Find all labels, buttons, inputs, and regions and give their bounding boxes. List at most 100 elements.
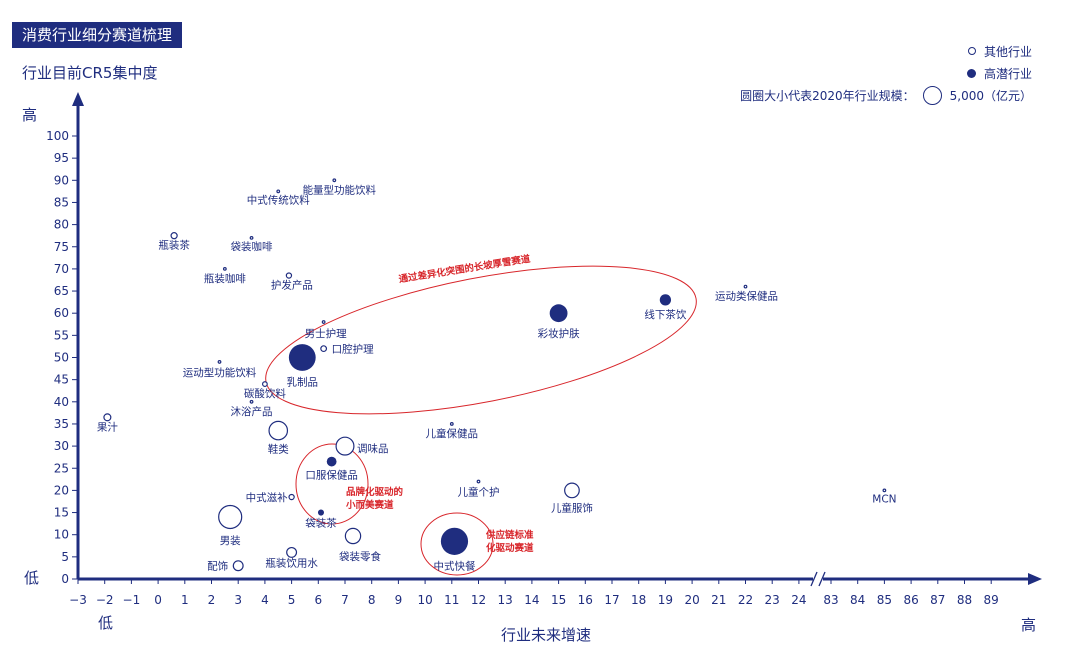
data-point — [335, 436, 355, 456]
y-tick-label: 15 — [54, 506, 69, 520]
axis-break-mark — [810, 571, 818, 587]
x-tick-label: 6 — [314, 593, 322, 607]
data-point-label: 运动型功能饮料 — [183, 366, 257, 379]
page-title: 消费行业细分赛道梳理 — [12, 22, 183, 48]
annotation-ellipse — [295, 443, 369, 525]
data-point-label: 中式滋补 — [246, 491, 288, 504]
data-point-label: 鞋类 — [268, 443, 289, 456]
y-tick-label: 25 — [54, 461, 69, 475]
data-point-label: 儿童服饰 — [551, 501, 593, 514]
x-tick-label: 89 — [984, 593, 999, 607]
data-point-label: MCN — [872, 493, 896, 505]
data-point — [320, 345, 328, 353]
data-point — [288, 493, 295, 501]
annotation-text: 供应链标准 — [485, 529, 534, 541]
legend-size: 圆圈大小代表2020年行业规模： 5,000（亿元） — [740, 84, 1032, 106]
data-point — [326, 456, 337, 467]
axis-break-mark — [818, 571, 826, 587]
data-point-label: 男装 — [220, 534, 241, 547]
data-point-label: 袋装茶 — [305, 517, 337, 530]
x-tick-label: 85 — [877, 593, 892, 607]
x-axis-arrow — [1028, 573, 1042, 585]
y-tick-label: 95 — [54, 151, 69, 165]
y-tick-label: 85 — [54, 195, 69, 209]
x-tick-label: 24 — [791, 593, 806, 607]
data-point-label: 中式快餐 — [433, 559, 475, 572]
data-point — [440, 527, 469, 555]
data-point — [170, 232, 178, 240]
x-tick-label: 23 — [765, 593, 780, 607]
data-point-label: 瓶装咖啡 — [204, 272, 246, 285]
y-axis-title: 行业目前CR5集中度 — [22, 64, 158, 82]
data-point — [268, 420, 289, 441]
y-tick-label: 75 — [54, 240, 69, 254]
size-circle-icon — [922, 85, 942, 105]
x-tick-label: 2 — [208, 593, 216, 607]
x-tick-label: 14 — [524, 593, 539, 607]
y-tick-label: 70 — [54, 262, 69, 276]
data-point — [103, 413, 112, 422]
data-point-label: 袋装零食 — [339, 550, 381, 563]
y-tick-label: 50 — [54, 351, 69, 365]
x-low-label: 低 — [98, 614, 113, 632]
data-point — [743, 284, 748, 289]
data-point — [332, 178, 337, 183]
data-point — [549, 304, 568, 323]
y-tick-label: 60 — [54, 306, 69, 320]
data-point — [217, 360, 222, 364]
x-tick-label: 1 — [181, 593, 189, 607]
x-tick-label: 86 — [903, 593, 918, 607]
x-tick-label: 15 — [551, 593, 566, 607]
annotation-text: 小而美赛道 — [345, 499, 394, 511]
legend-size-prefix: 圆圈大小代表2020年行业规模： — [740, 88, 915, 103]
x-tick-label: 10 — [417, 593, 432, 607]
y-tick-label: 80 — [54, 218, 69, 232]
data-point — [659, 294, 672, 306]
data-point — [344, 527, 362, 545]
data-point-label: 沐浴产品 — [231, 405, 273, 418]
x-tick-label: 19 — [658, 593, 673, 607]
x-tick-label: 22 — [738, 593, 753, 607]
x-tick-label: 4 — [261, 593, 269, 607]
x-tick-label: 0 — [154, 593, 162, 607]
legend-high: 高潜行业 — [740, 62, 1032, 84]
y-tick-label: 65 — [54, 284, 69, 298]
y-tick-label: 90 — [54, 173, 69, 187]
x-axis-title: 行业未来增速 — [501, 626, 591, 644]
x-tick-label: 17 — [604, 593, 619, 607]
data-point — [317, 509, 325, 516]
y-high-label: 高 — [22, 106, 37, 124]
y-tick-label: 55 — [54, 328, 69, 342]
x-tick-label: 87 — [930, 593, 945, 607]
data-point-label: 男士护理 — [305, 327, 347, 340]
data-point-label: 线下茶饮 — [644, 308, 686, 321]
x-tick-label: 12 — [471, 593, 486, 607]
data-point-label: 果汁 — [97, 420, 118, 433]
annotation-text: 化驱动赛道 — [486, 542, 534, 554]
data-point — [249, 235, 254, 240]
y-tick-label: 30 — [54, 439, 69, 453]
data-point — [222, 267, 227, 271]
x-tick-label: 7 — [341, 593, 349, 607]
y-tick-label: 20 — [54, 483, 69, 497]
x-tick-label: 11 — [444, 593, 459, 607]
y-axis-arrow — [72, 92, 84, 106]
x-tick-label: 13 — [498, 593, 513, 607]
open-circle-icon — [967, 47, 976, 55]
data-point-label: 运动类保健品 — [715, 290, 778, 303]
x-tick-label: 5 — [288, 593, 296, 607]
y-tick-label: 35 — [54, 417, 69, 431]
y-tick-label: 100 — [46, 129, 69, 143]
legend-other-label: 其他行业 — [983, 44, 1032, 59]
x-tick-label: −2 — [96, 593, 114, 607]
data-point-label: 口服保健品 — [305, 469, 358, 482]
y-tick-label: 0 — [61, 572, 69, 586]
x-tick-label: −3 — [69, 593, 87, 607]
x-tick-label: 9 — [395, 593, 403, 607]
data-point — [288, 344, 316, 371]
data-point — [476, 479, 481, 484]
annotation-text: 品牌化驱动的 — [346, 486, 404, 498]
data-point — [262, 381, 268, 387]
y-tick-label: 45 — [54, 373, 69, 387]
